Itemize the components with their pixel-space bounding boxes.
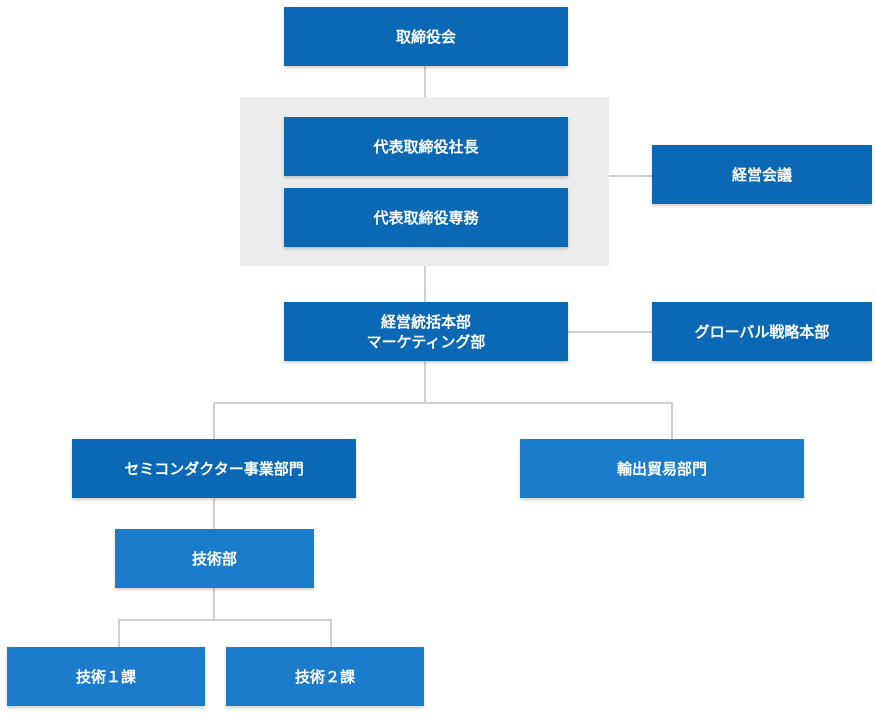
semiconductor-division-box: セミコンダクター事業部門 — [72, 439, 356, 498]
connector-to-section-2 — [330, 619, 332, 647]
general-headquarters-box: 経営統括本部 マーケティング部 — [284, 302, 568, 361]
connector-to-section-1 — [118, 619, 120, 647]
connector-to-export — [671, 402, 673, 440]
connector-semiconductor-to-engineering — [213, 498, 215, 529]
connector-hq-to-global — [568, 331, 652, 333]
connector-executives-to-council — [609, 175, 652, 177]
senior-managing-director-box: 代表取締役専務 — [284, 188, 568, 247]
management-council-box: 経営会議 — [652, 145, 872, 204]
engineering-department-box: 技術部 — [115, 529, 314, 588]
board-of-directors-box: 取締役会 — [284, 7, 568, 66]
global-strategy-box: グローバル戦略本部 — [652, 302, 872, 361]
connector-board-to-executives — [424, 66, 426, 97]
general-headquarters-line-2: マーケティング部 — [366, 332, 486, 351]
connector-engineering-down — [213, 588, 215, 620]
connector-section-branch — [118, 619, 332, 621]
engineering-section-2-box: 技術２課 — [226, 647, 424, 706]
connector-to-semiconductor — [213, 402, 215, 440]
connector-hq-down — [424, 361, 426, 403]
connector-executives-to-hq — [424, 266, 426, 302]
president-box: 代表取締役社長 — [284, 117, 568, 176]
general-headquarters-line-1: 経営統括本部 — [380, 312, 471, 331]
engineering-section-1-box: 技術１課 — [7, 647, 205, 706]
export-trade-division-box: 輸出貿易部門 — [520, 439, 804, 498]
connector-division-branch — [213, 402, 673, 404]
